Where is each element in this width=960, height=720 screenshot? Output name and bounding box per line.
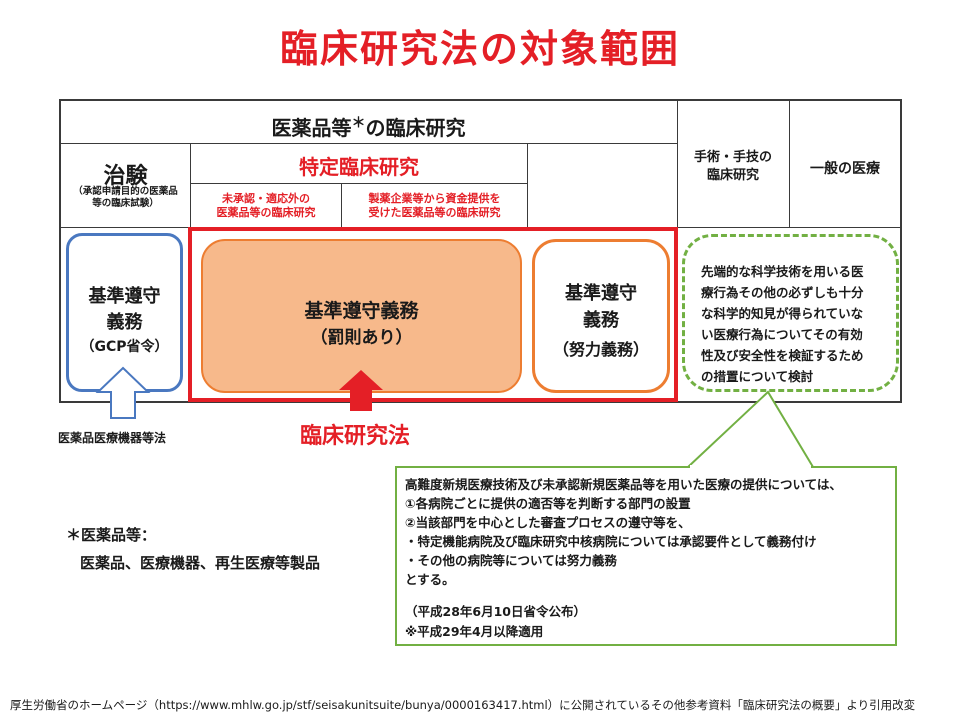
table-divider <box>789 100 790 227</box>
clinical-research-act-label: 臨床研究法 <box>300 424 411 449</box>
header-unapproved-research: 未承認・適応外の医薬品等の臨床研究 <box>216 192 316 219</box>
red-up-arrow-icon <box>339 370 383 411</box>
header-general-medicine: 一般の医療 <box>810 161 880 177</box>
source-citation: 厚生労働省のホームページ（https://www.mhlw.go.jp/stf/… <box>10 698 916 712</box>
pmd-act-label: 医薬品医療機器等法 <box>58 431 167 445</box>
pointer-join <box>690 465 811 469</box>
category-table <box>59 99 902 403</box>
header-funded-research: 製薬企業等から資金提供を受けた医薬品等の臨床研究 <box>368 192 501 219</box>
table-divider <box>190 143 191 227</box>
gcp-obligation-box: 基準遵守義務 （GCP省令） <box>66 233 183 392</box>
medical-safety-callout: 高難度新規医療技術及び未承認新規医薬品等を用いた医療の提供については、 ①各病院… <box>395 466 897 646</box>
clinical-research-act-scope <box>188 227 678 402</box>
table-divider <box>341 183 342 227</box>
header-clinical-trial: 治験 <box>103 164 148 189</box>
callout-pointer <box>685 390 815 468</box>
footnote-body: 医薬品、医療機器、再生医療等製品 <box>80 554 321 572</box>
header-clinical-trial-note: （承認申請目的の医薬品等の臨床試験） <box>73 186 178 209</box>
table-divider <box>190 183 527 184</box>
header-clinical-research: 医薬品等＊の臨床研究 <box>271 115 466 140</box>
header-specified-clinical-research: 特定臨床研究 <box>299 155 419 179</box>
advanced-medicine-box: 先端的な科学技術を用いる医 療行為その他の必ずしも十分 な科学的知見が得られてい… <box>682 234 899 392</box>
table-divider <box>677 100 678 227</box>
blue-up-arrow-icon <box>95 366 151 419</box>
page-title: 臨床研究法の対象範囲 <box>279 27 680 71</box>
header-surgical-research: 手術・手技の臨床研究 <box>693 150 772 183</box>
footnote-title: ＊医薬品等： <box>66 526 157 544</box>
effort-obligation-box: 基準遵守義務 （努力義務） <box>532 239 670 393</box>
table-divider <box>60 143 677 144</box>
table-divider <box>527 143 528 227</box>
mandatory-compliance-box: 基準遵守義務 （罰則あり） <box>201 239 522 393</box>
